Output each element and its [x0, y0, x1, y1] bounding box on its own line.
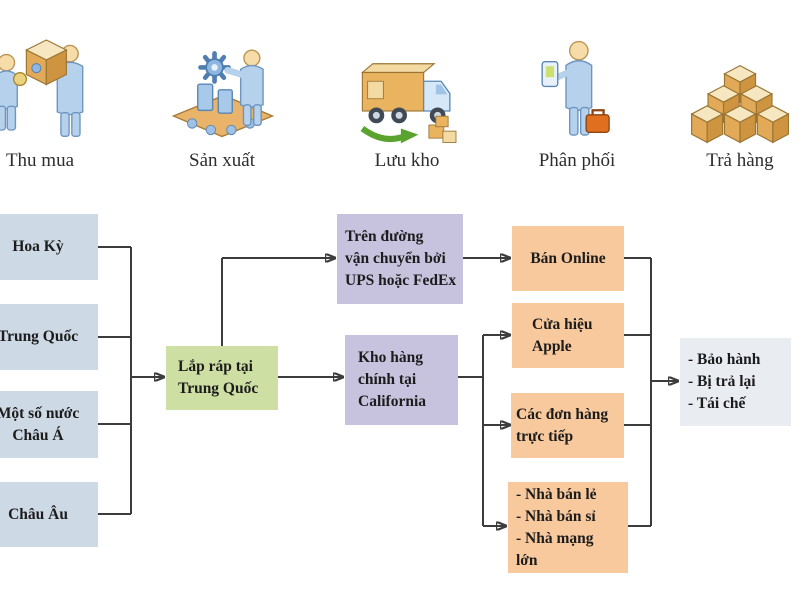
stage-warehousing: Lưu kho: [350, 22, 464, 172]
production-icon: [166, 22, 278, 146]
stage-distribution: Phân phối: [531, 22, 623, 172]
source-usa-box: Hoa Kỳ: [0, 214, 98, 280]
procurement-icon: [0, 22, 102, 146]
channel-resellers-box: - Nhà bán lẻ - Nhà bán sỉ - Nhà mạng lớn: [508, 482, 628, 573]
stage-label-warehousing: Lưu kho: [374, 150, 440, 171]
distribution-person-icon: [531, 22, 623, 146]
stage-label-distribution: Phân phối: [538, 150, 616, 171]
warehouse-california-box: Kho hàng chính tại California: [345, 335, 458, 425]
channel-apple-store-box: Cửa hiệu Apple: [512, 303, 624, 368]
stage-procurement: Thu mua: [0, 22, 102, 172]
source-europe-box: Châu Âu: [0, 482, 98, 547]
stage-production: Sản xuất: [166, 22, 278, 172]
channel-direct-orders-box: Các đơn hàng trực tiếp: [511, 393, 624, 458]
stage-label-returns: Trả hàng: [706, 150, 774, 171]
transit-ups-fedex-box: Trên đường vận chuyển bởi UPS hoặc FedEx: [337, 214, 463, 304]
source-asia-box: Một số nước Châu Á: [0, 391, 98, 458]
channel-online-box: Bán Online: [512, 226, 624, 291]
stage-label-production: Sản xuất: [189, 150, 255, 171]
stage-label-procurement: Thu mua: [5, 150, 75, 171]
stage-returns: Trả hàng: [685, 22, 795, 172]
returns-box: - Bảo hành - Bị trả lại - Tái chế: [680, 338, 791, 426]
warehousing-truck-icon: [350, 22, 464, 146]
returns-boxes-icon: [685, 22, 795, 146]
assembly-china-box: Lắp ráp tại Trung Quốc: [166, 346, 278, 410]
source-china-box: Trung Quốc: [0, 304, 98, 370]
